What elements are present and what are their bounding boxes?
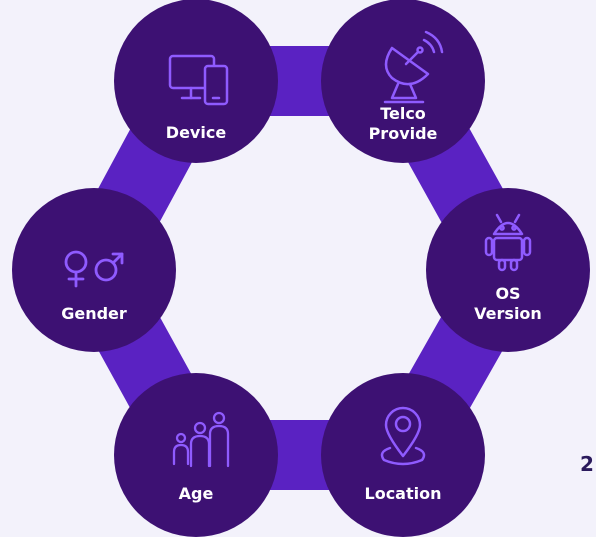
- android-icon: [484, 213, 532, 272]
- node-label-telco: Telco Provide: [368, 104, 438, 143]
- gender-icon: [64, 250, 124, 288]
- node-label-os: OS Version: [474, 284, 542, 323]
- node-telco: [321, 0, 485, 163]
- device-icon: [168, 54, 229, 106]
- node-label-device: Device: [165, 123, 227, 142]
- node-os: [426, 188, 590, 352]
- family-icon: [172, 411, 230, 468]
- node-label-location: Location: [364, 484, 442, 503]
- node-age: [114, 373, 278, 537]
- satellite-dish-icon: [383, 30, 444, 104]
- node-location: [321, 373, 485, 537]
- node-gender: [12, 188, 176, 352]
- node-label-gender: Gender: [61, 304, 127, 323]
- node-label-age: Age: [178, 484, 214, 503]
- location-pin-icon: [380, 406, 426, 466]
- stray-text: 2: [580, 452, 594, 476]
- node-device: [114, 0, 278, 163]
